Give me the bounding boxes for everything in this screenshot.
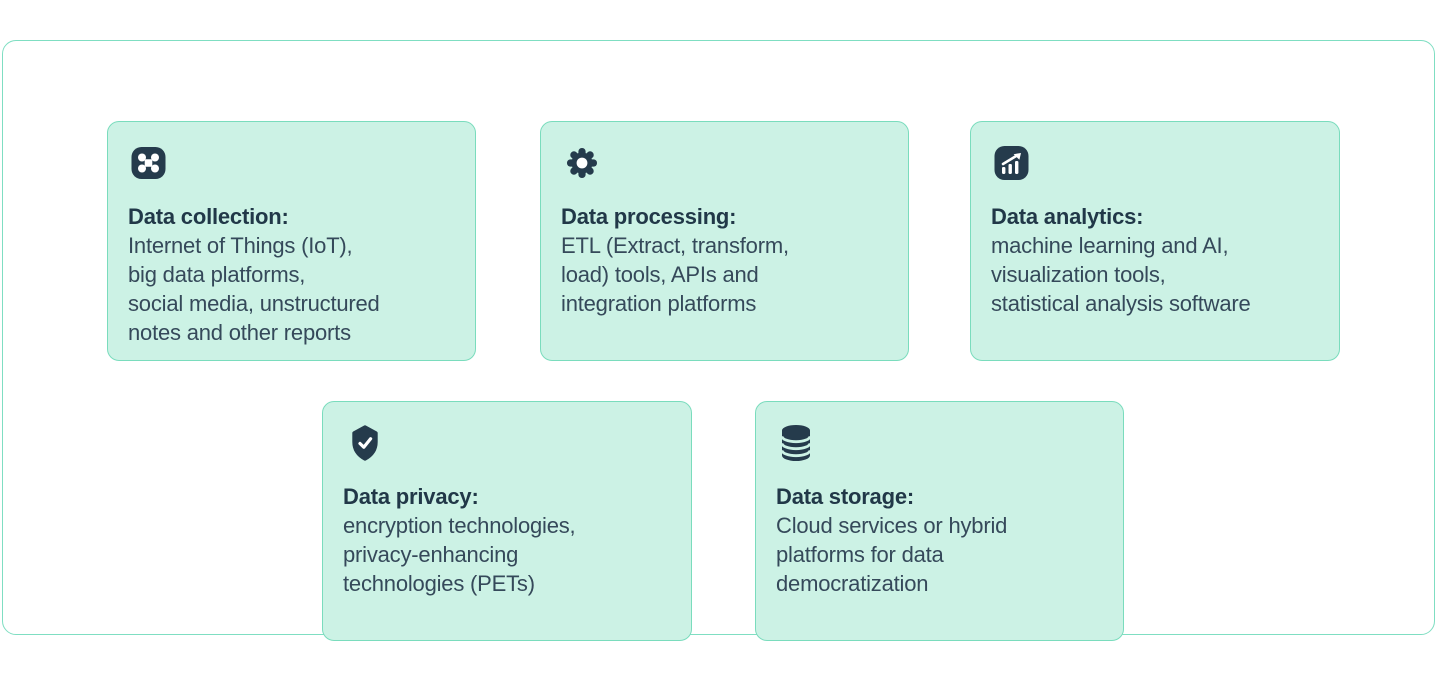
- card-data-storage: Data storage: Cloud services or hybrid p…: [755, 401, 1124, 641]
- card-data-collection: Data collection: Internet of Things (IoT…: [107, 121, 476, 361]
- card-title: Data collection:: [128, 204, 289, 229]
- card-body: Cloud services or hybrid platforms for d…: [776, 513, 1008, 596]
- card-body: ETL (Extract, transform, load) tools, AP…: [561, 233, 789, 316]
- card-body: Internet of Things (IoT), big data platf…: [128, 233, 380, 345]
- card-title: Data storage:: [776, 484, 914, 509]
- card-data-privacy: Data privacy: encryption technologies, p…: [322, 401, 692, 641]
- card-title: Data privacy:: [343, 484, 479, 509]
- collection-dots-icon: [131, 144, 461, 182]
- card-data-processing: Data processing: ETL (Extract, transform…: [540, 121, 909, 361]
- infographic-board: Data collection: Internet of Things (IoT…: [2, 40, 1435, 641]
- gear-icon: [564, 144, 894, 182]
- card-data-analytics: Data analytics: machine learning and AI,…: [970, 121, 1340, 361]
- card-title: Data analytics:: [991, 204, 1144, 229]
- chart-growth-icon: [994, 144, 1325, 182]
- shield-check-icon: [346, 424, 677, 462]
- card-title: Data processing:: [561, 204, 737, 229]
- card-body: machine learning and AI, visualization t…: [991, 233, 1251, 316]
- card-body: encryption technologies, privacy-enhanci…: [343, 513, 576, 596]
- database-icon: [779, 424, 1109, 462]
